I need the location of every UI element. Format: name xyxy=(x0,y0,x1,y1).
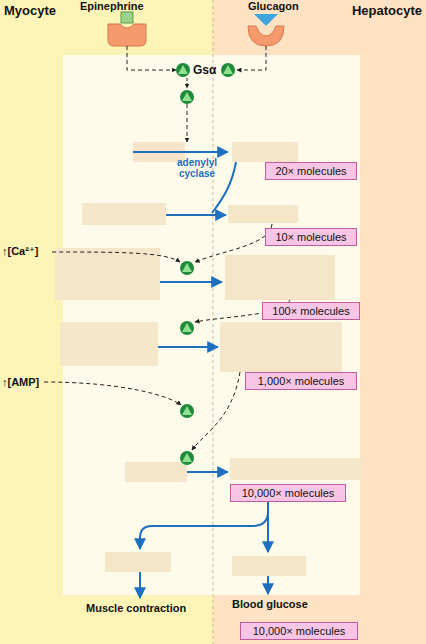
epinephrine-ligand xyxy=(121,12,133,23)
divider xyxy=(213,0,214,644)
text-label: ↑[Ca²⁺] xyxy=(2,245,38,258)
molecule-count: 10× molecules xyxy=(275,231,346,243)
blank-box xyxy=(55,142,362,576)
active-symbol xyxy=(176,63,235,465)
text-label: adenylyl cyclase xyxy=(168,157,226,179)
text-label: Muscle contraction xyxy=(86,602,186,614)
molecule-count: 1,000× molecules xyxy=(258,375,345,387)
band-heading: Myocyte xyxy=(4,3,56,18)
molecule-count: 20× molecules xyxy=(275,165,346,177)
amplification-box: 10,000× molecules xyxy=(230,484,346,502)
text-label: Epinephrine xyxy=(80,0,144,12)
molecule-count: 10,000× molecules xyxy=(242,487,335,499)
molecule-count: 10,000× molecules xyxy=(253,625,346,637)
text-label: ↑[AMP] xyxy=(2,376,39,388)
amplification-box: 10,000× molecules xyxy=(240,622,358,640)
amplification-box: 100× molecules xyxy=(262,302,360,320)
molecule-count: 100× molecules xyxy=(272,305,349,317)
signal-arrow xyxy=(187,104,188,142)
amplification-box: 20× molecules xyxy=(265,162,357,180)
text-label: Glucagon xyxy=(248,0,299,12)
band-heading: Hepatocyte xyxy=(352,3,422,18)
activation-arrow xyxy=(44,224,290,450)
amplification-box: 1,000× molecules xyxy=(245,372,357,390)
text-label: Gsα xyxy=(193,63,216,77)
text-label: Blood glucose xyxy=(232,598,308,610)
amplification-box: 10× molecules xyxy=(265,228,357,246)
signal-arrow xyxy=(187,78,188,88)
